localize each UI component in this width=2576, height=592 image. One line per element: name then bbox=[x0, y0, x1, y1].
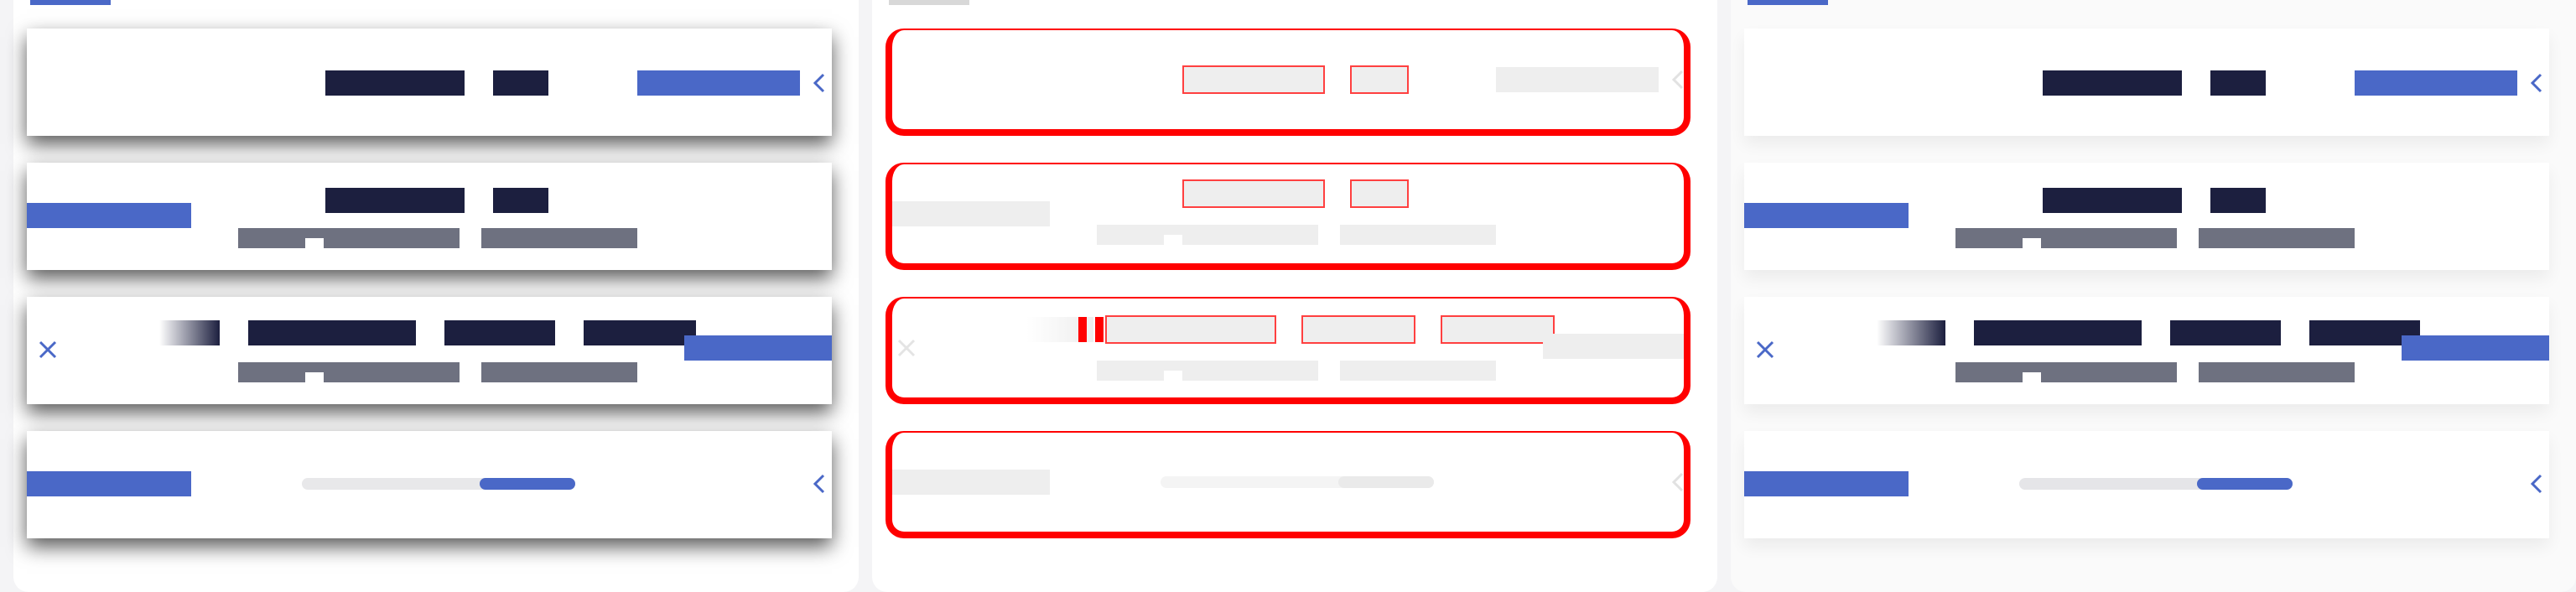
subtitle-placeholder-secondary bbox=[2199, 228, 2355, 248]
title-placeholder bbox=[2043, 70, 2182, 96]
action-button[interactable] bbox=[637, 70, 800, 96]
overflow-fade bbox=[1877, 320, 1945, 345]
title-placeholder-short bbox=[2210, 188, 2266, 213]
list-row-header[interactable] bbox=[1744, 29, 2549, 136]
variant-column-skeleton bbox=[872, 0, 1717, 592]
top-tab-indicator[interactable] bbox=[1748, 0, 1828, 5]
subtitle-placeholder-secondary bbox=[1340, 361, 1496, 381]
action-button[interactable] bbox=[1496, 67, 1659, 92]
title-placeholder bbox=[325, 70, 465, 96]
chevron-left-icon[interactable] bbox=[1665, 470, 1690, 495]
action-button-trailing[interactable] bbox=[2402, 335, 2549, 361]
subtitle-placeholder-secondary bbox=[481, 228, 637, 248]
subtitle-notch bbox=[305, 238, 324, 248]
list-row-subtitle[interactable] bbox=[27, 163, 832, 270]
subtitle-placeholder bbox=[1955, 228, 2177, 248]
list-row-dismissable[interactable] bbox=[886, 297, 1690, 404]
close-icon[interactable] bbox=[35, 337, 60, 362]
list-row-slider[interactable] bbox=[1744, 431, 2549, 538]
debug-marker bbox=[1078, 317, 1087, 342]
title-placeholder-mid bbox=[444, 320, 555, 345]
list-row-dismissable[interactable] bbox=[1744, 297, 2549, 404]
action-button-leading[interactable] bbox=[892, 201, 1050, 226]
action-button-leading[interactable] bbox=[1744, 471, 1909, 496]
title-placeholder-mid bbox=[1301, 315, 1415, 344]
subtitle-placeholder-secondary bbox=[1340, 225, 1496, 245]
subtitle-placeholder bbox=[238, 362, 460, 382]
subtitle-placeholder bbox=[1097, 225, 1318, 245]
title-placeholder-short bbox=[493, 188, 548, 213]
title-placeholder-short bbox=[2210, 70, 2266, 96]
title-placeholder-short bbox=[1350, 179, 1409, 208]
subtitle-placeholder bbox=[238, 228, 460, 248]
list-row-subtitle[interactable] bbox=[1744, 163, 2549, 270]
top-tab-indicator[interactable] bbox=[889, 0, 969, 5]
debug-marker bbox=[1095, 317, 1104, 342]
subtitle-notch bbox=[2023, 238, 2041, 248]
title-placeholder-short bbox=[1350, 65, 1409, 94]
list-row-subtitle[interactable] bbox=[886, 163, 1690, 270]
subtitle-notch bbox=[2023, 372, 2041, 382]
chevron-left-icon[interactable] bbox=[807, 70, 832, 96]
title-placeholder bbox=[325, 188, 465, 213]
action-button[interactable] bbox=[2355, 70, 2517, 96]
overflow-fade bbox=[159, 320, 220, 345]
slider-thumb[interactable] bbox=[2197, 478, 2293, 490]
slider-thumb[interactable] bbox=[480, 478, 575, 490]
title-placeholder bbox=[2043, 188, 2182, 213]
title-placeholder-short bbox=[493, 70, 548, 96]
action-button-trailing[interactable] bbox=[684, 335, 832, 361]
list-row-header[interactable] bbox=[27, 29, 832, 136]
action-button-leading[interactable] bbox=[27, 471, 191, 496]
subtitle-placeholder bbox=[1097, 361, 1318, 381]
action-button-leading[interactable] bbox=[1744, 203, 1909, 228]
chevron-left-icon[interactable] bbox=[807, 471, 832, 496]
subtitle-placeholder-secondary bbox=[481, 362, 637, 382]
title-placeholder-end bbox=[584, 320, 696, 345]
action-button-leading[interactable] bbox=[892, 470, 1050, 495]
subtitle-placeholder-secondary bbox=[2199, 362, 2355, 382]
variant-column-flat bbox=[1731, 0, 2576, 592]
chevron-left-icon[interactable] bbox=[1665, 67, 1690, 92]
title-placeholder bbox=[248, 320, 416, 345]
top-tab-indicator[interactable] bbox=[30, 0, 111, 5]
title-placeholder-end bbox=[1441, 315, 1555, 344]
close-icon[interactable] bbox=[894, 335, 919, 361]
chevron-left-icon[interactable] bbox=[2524, 471, 2549, 496]
title-placeholder bbox=[1182, 65, 1325, 94]
list-row-slider[interactable] bbox=[27, 431, 832, 538]
list-row-slider[interactable] bbox=[886, 431, 1690, 538]
close-icon[interactable] bbox=[1753, 337, 1778, 362]
chevron-left-icon[interactable] bbox=[2524, 70, 2549, 96]
slider-thumb[interactable] bbox=[1338, 476, 1434, 488]
action-button-trailing[interactable] bbox=[1543, 334, 1684, 359]
list-row-header[interactable] bbox=[886, 29, 1690, 136]
title-placeholder bbox=[1974, 320, 2142, 345]
action-button-leading[interactable] bbox=[27, 203, 191, 228]
subtitle-notch bbox=[1164, 235, 1182, 245]
subtitle-placeholder bbox=[1955, 362, 2177, 382]
subtitle-notch bbox=[1164, 371, 1182, 381]
title-placeholder-mid bbox=[2170, 320, 2281, 345]
subtitle-notch bbox=[305, 372, 324, 382]
variant-column-shadow bbox=[13, 0, 859, 592]
title-placeholder bbox=[1182, 179, 1325, 208]
title-placeholder bbox=[1105, 315, 1276, 344]
list-row-dismissable[interactable] bbox=[27, 297, 832, 404]
